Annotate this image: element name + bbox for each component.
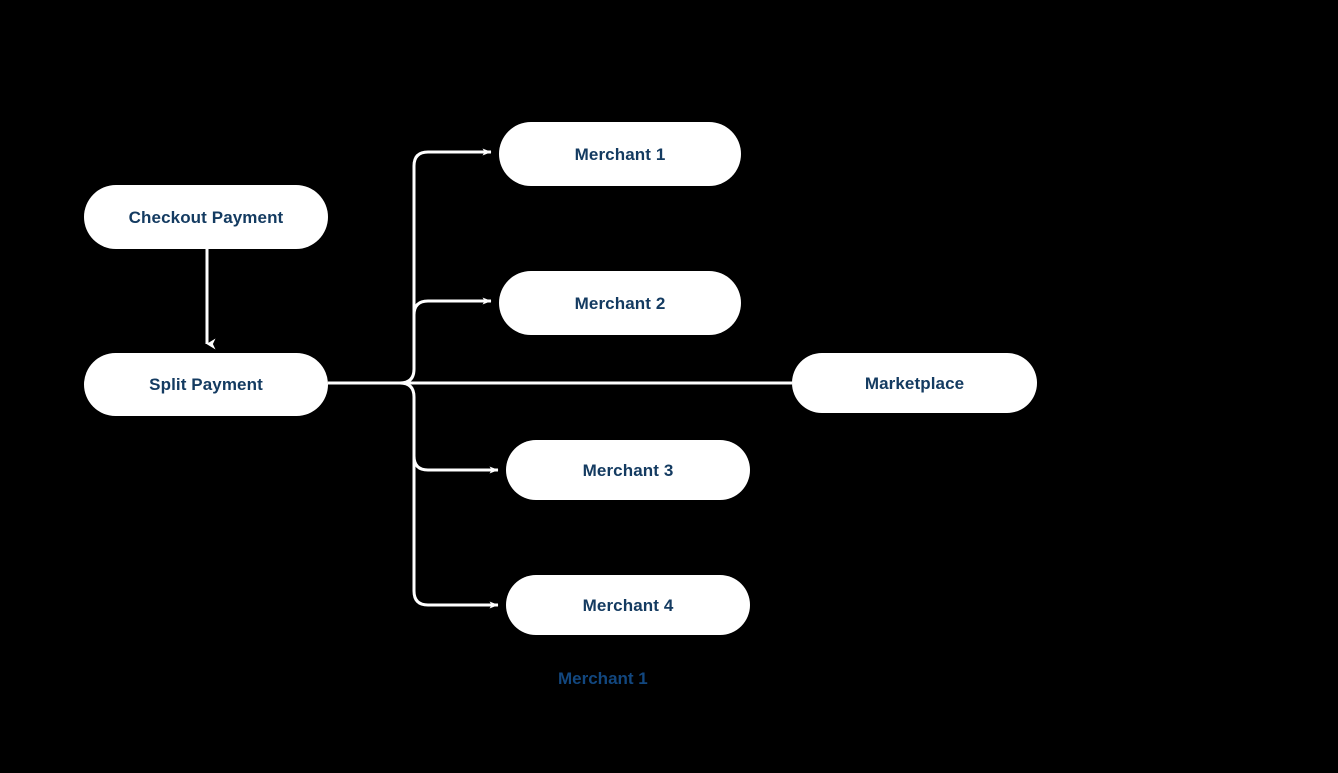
node-label-merchant-3: Merchant 3 [582, 460, 674, 480]
node-label-checkout-payment: Checkout Payment [128, 207, 284, 227]
node-marketplace[interactable]: Marketplace [792, 353, 1037, 413]
diagram-caption: Merchant 1 [558, 669, 648, 688]
node-label-merchant-2: Merchant 2 [574, 293, 666, 313]
node-merchant-4[interactable]: Merchant 4 [506, 575, 750, 635]
node-label-marketplace: Marketplace [864, 373, 965, 393]
edge-split-to-merchant-2 [412, 297, 492, 369]
edge-split-to-merchant-1 [328, 148, 492, 385]
node-checkout-payment[interactable]: Checkout Payment [84, 185, 328, 249]
node-label-split-payment: Split Payment [149, 375, 263, 394]
edge-split-to-merchant-4 [412, 397, 499, 609]
node-merchant-2[interactable]: Merchant 2 [499, 271, 741, 335]
node-label-merchant-4: Merchant 4 [582, 595, 674, 615]
edge-split-to-merchant-3 [328, 381, 499, 474]
node-label-merchant-1: Merchant 1 [574, 144, 666, 164]
node-merchant-1[interactable]: Merchant 1 [499, 122, 741, 186]
node-merchant-3[interactable]: Merchant 3 [506, 440, 750, 500]
node-split-payment[interactable]: Split Payment [84, 353, 328, 416]
